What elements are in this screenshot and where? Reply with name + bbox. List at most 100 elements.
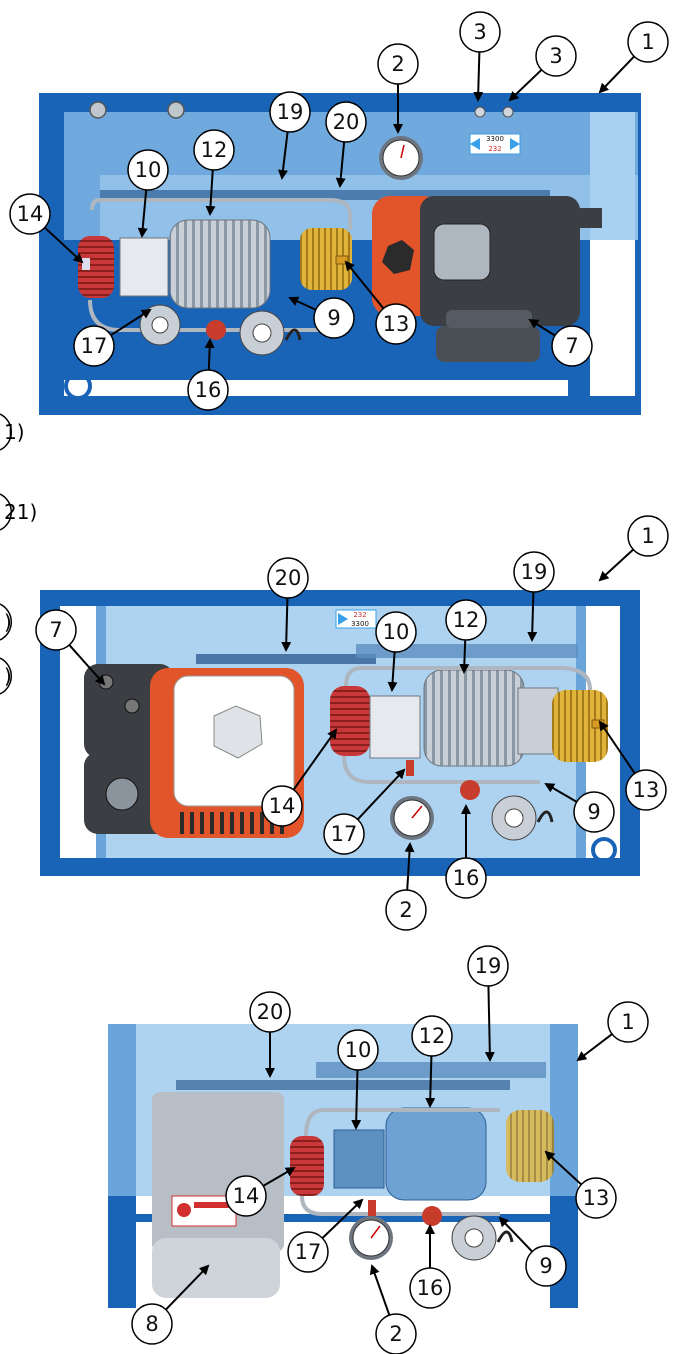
engine-knob [213,705,263,759]
cooling-head-red [330,686,370,756]
fitting [335,255,349,265]
numbered-callout-icon [325,101,367,143]
edge-callout: 1) [0,413,25,451]
callout-label: 19 [521,560,548,584]
leader-arrow-icon [351,1069,362,1130]
callout-label: 21) [4,500,37,524]
callout-label: 2 [399,898,412,922]
pilot-lamp [474,106,486,118]
engine-base-cap [446,310,532,328]
numbered-callout-icon [0,657,12,695]
frame-bottom-rail [42,396,638,412]
numbered-callout-icon [267,557,309,599]
numbered-callout-icon [375,1313,417,1354]
numbered-callout-icon [573,791,615,833]
callout-label: 20 [257,1000,284,1024]
callout-10: 10 [127,149,169,238]
callout-label: 17 [295,1240,322,1264]
callout-label: 12 [453,608,480,632]
callout-label: 16 [453,866,480,890]
head-cap [82,258,90,270]
callout-label: 9 [327,306,340,330]
callout-12: 12 [193,129,235,216]
callout-label: 1 [621,1010,634,1034]
leader-arrow-icon [598,548,634,582]
callout-label: 14 [269,794,296,818]
leader-arrow-icon [544,782,578,803]
callout-label: 10 [135,158,162,182]
callout-8: 8 [131,1264,210,1345]
callout-7: 7 [528,318,593,367]
callout-13: 13 [544,1150,617,1219]
callout-16: 16 [445,804,487,899]
leader-arrow-icon [598,720,636,774]
callout-17: 17 [323,768,406,855]
piping [304,1108,500,1137]
callout-14: 14 [261,728,338,827]
leader-arrow-icon [110,308,152,337]
leader-arrow-icon [425,1055,436,1108]
numbered-callout-icon [0,493,12,531]
cylinder-block [333,1129,385,1189]
leader-arrow-icon [484,985,495,1062]
callout-7: 7 [35,609,106,686]
callout-9: 9 [498,1216,567,1287]
leader-arrow-icon [387,651,398,692]
callout-2: 2 [377,43,419,134]
leader-arrow-icon [356,768,406,821]
pressure-gauge-icon [379,136,423,180]
numbered-callout-icon [525,1245,567,1287]
callout-17: 17 [73,308,152,367]
leader-arrow-icon [498,1216,533,1253]
engine-knob [382,240,414,274]
numbered-callout-icon [35,609,77,651]
bolt [124,698,140,714]
numbered-callout-icon [409,1267,451,1309]
bolt [89,101,107,119]
leader-arrow-icon [292,728,338,791]
piping [90,198,352,230]
numbered-callout-icon [0,413,12,451]
edge-callout: 21) [0,493,37,531]
cylinder-block [369,695,421,759]
numbered-callout-icon [313,297,355,339]
numbered-callout-icon [375,303,417,345]
drain-valve [460,780,480,800]
engine-exhaust [580,208,602,228]
leader-arrow-icon [44,226,84,264]
numbered-callout-icon [625,769,667,811]
callout-16: 16 [409,1224,451,1309]
engine-port [105,777,139,811]
belt-guard [176,1080,510,1090]
callout-label: 3 [473,20,486,44]
callout-label: 2 [391,52,404,76]
callout-label: 8 [145,1312,158,1336]
filter-center [252,323,272,343]
numbered-callout-icon [467,945,509,987]
callout-label: 10 [345,1038,372,1062]
leader-arrow-icon [528,318,556,337]
numbered-callout-icon [9,193,51,235]
callout-label: 1 [641,524,654,548]
frame-left-post [42,96,64,412]
valve-red [368,1200,376,1216]
callout-13: 13 [344,260,417,345]
cooling-head-red [78,236,114,298]
callout-2: 2 [385,842,427,931]
callout-label: 13 [583,1186,610,1210]
callout-1: 1 [598,21,669,94]
callout-label: 19 [475,954,502,978]
callout-label: 20 [333,110,360,134]
filter-center [504,808,524,828]
callout-label: 16 [195,378,222,402]
leader-arrow-icon [68,644,106,686]
callout-label: 13 [383,312,410,336]
callout-label: 9 [587,800,600,824]
lifting-ring [591,837,617,863]
top-view: 3300 232 [39,93,641,415]
handle [284,328,302,341]
engine-head [433,223,491,281]
drive-belt [196,654,376,664]
numbered-callout-icon [187,369,229,411]
filter-center [151,316,169,334]
